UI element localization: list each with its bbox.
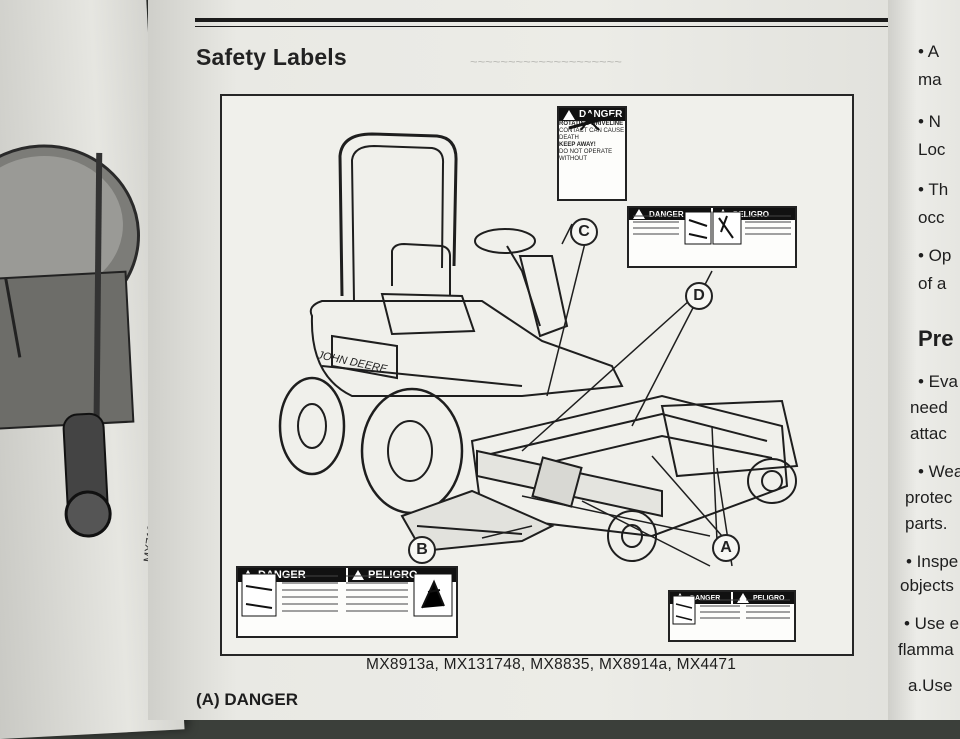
part-numbers-caption: MX8913a, MX131748, MX8835, MX8914a, MX44… xyxy=(366,656,737,673)
safety-labels-figure: JOHN DEERE DANGER ROTATING DRIVELINE CON… xyxy=(220,94,854,656)
safety-label-d: DANGER PELIGRO xyxy=(627,206,797,268)
right-bullet-text: objects xyxy=(900,576,954,595)
warning-triangle-icon xyxy=(352,570,364,580)
callout-d: D xyxy=(685,282,713,310)
right-bullet-text: • Op xyxy=(918,246,952,265)
left-facing-page: MX7191 xyxy=(0,0,185,739)
right-bullet-text: protec xyxy=(905,488,953,507)
callout-a: A xyxy=(712,534,740,562)
safety-label-c: DANGER ROTATING DRIVELINE CONTACT CAN CA… xyxy=(557,106,627,201)
label-a-peligro-head: PELIGRO xyxy=(733,592,794,604)
header-rule xyxy=(195,18,960,22)
safety-label-b: DANGER PELIGRO xyxy=(236,566,458,638)
callout-b: B xyxy=(408,536,436,564)
right-bullet-text: • Use e xyxy=(904,614,960,633)
label-a-peligro-text: PELIGRO xyxy=(753,594,785,602)
label-b-body xyxy=(241,573,453,617)
label-c-heading: DANGER xyxy=(579,109,623,120)
right-bullet-text: parts. xyxy=(905,514,948,533)
label-c-line: CONTACT CAN CAUSE DEATH xyxy=(559,128,625,141)
mower-illustration: JOHN DEERE xyxy=(278,132,799,567)
tractor-brand-text: JOHN DEERE xyxy=(315,349,388,376)
right-bullet-text: • Th xyxy=(918,180,949,199)
callout-c: C xyxy=(570,218,598,246)
section-title: Safety Labels xyxy=(196,44,347,70)
label-c-line: ROTATING DRIVELINE xyxy=(559,121,624,127)
bleed-through-text: ~~~~~~~~~~~~~~~~~~~~ xyxy=(470,54,622,69)
safety-label-a: DANGER PELIGRO xyxy=(668,590,796,642)
right-bullet-text: flamma xyxy=(898,640,954,659)
right-bullet-text: ma xyxy=(918,70,942,89)
right-bullet-text: attac xyxy=(910,424,947,443)
warning-triangle-icon xyxy=(563,109,575,120)
right-bullet-text: • Inspe xyxy=(906,552,959,571)
label-b-peligro-text: PELIGRO xyxy=(368,569,418,581)
label-d-danger-text: DANGER xyxy=(649,209,684,219)
warning-triangle-icon xyxy=(633,209,645,219)
left-page-mower-illustration xyxy=(0,144,140,538)
right-bullet-text: • N xyxy=(918,112,941,131)
right-bullet-text: occ xyxy=(918,208,945,227)
label-d-body xyxy=(633,211,791,245)
warning-triangle-icon xyxy=(737,593,749,603)
right-bullet-text: Loc xyxy=(918,140,946,159)
right-bullet-text: a.Use xyxy=(908,676,953,695)
subsection-heading: (A) DANGER xyxy=(196,690,298,709)
label-d-peligro-text: PELIGRO xyxy=(733,209,770,219)
label-a-danger-text: DANGER xyxy=(690,594,721,602)
right-bullet-text: of a xyxy=(918,274,947,293)
driveline-entanglement-icon xyxy=(568,113,615,131)
label-c-line: KEEP AWAY! xyxy=(559,142,596,148)
right-bullet-text: • Wea xyxy=(918,462,960,481)
right-bullet-text: • Eva xyxy=(918,372,958,391)
header-rule-thin xyxy=(195,26,960,27)
label-c-line: DO NOT OPERATE WITHOUT xyxy=(559,149,613,162)
label-a-header: DANGER PELIGRO xyxy=(670,592,794,604)
right-bullet-text: • A xyxy=(918,42,940,61)
label-a-body xyxy=(672,595,790,625)
right-facing-page xyxy=(888,0,960,720)
right-section-heading: Pre xyxy=(918,326,954,351)
right-bullet-text: need xyxy=(910,398,948,417)
